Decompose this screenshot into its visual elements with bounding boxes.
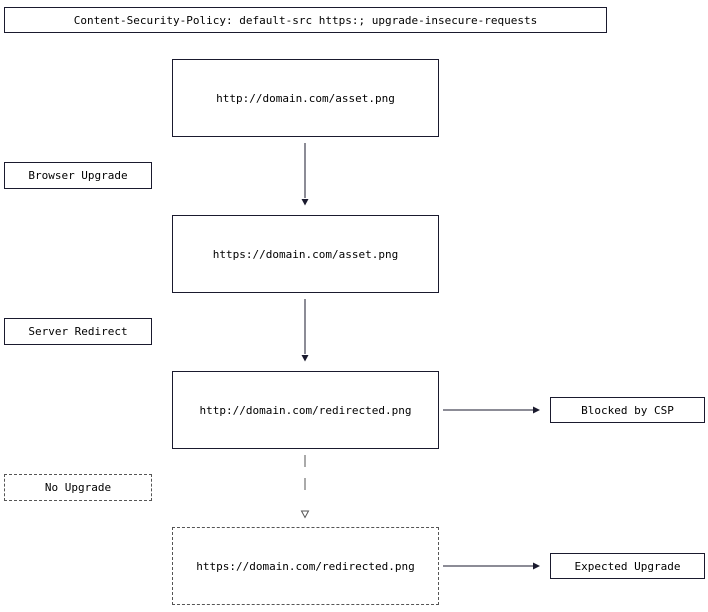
expected-request-label: https://domain.com/redirected.png [196,559,415,573]
edge-redirected-to-expected [300,455,310,519]
blocked-outcome-label: Blocked by CSP [581,403,674,417]
hollow-arrowhead-icon [300,510,310,519]
csp-header-text: Content-Security-Policy: default-src htt… [73,13,538,27]
server-redirect-label: Server Redirect [28,325,128,338]
browser-upgrade-label: Browser Upgrade [28,169,128,182]
server-redirect-step: Server Redirect [4,318,152,345]
no-upgrade-label: No Upgrade [44,481,112,494]
edge-redirected-to-blocked [443,406,540,414]
arrowhead-icon [301,199,309,206]
expected-outcome-label: Expected Upgrade [574,559,681,573]
expected-request-node: https://domain.com/redirected.png [172,527,439,605]
original-request-node: http://domain.com/asset.png [172,59,439,137]
arrowhead-icon [533,406,540,414]
arrowhead-icon [301,355,309,362]
csp-header-box: Content-Security-Policy: default-src htt… [4,7,607,33]
blocked-outcome: Blocked by CSP [550,397,705,423]
edge-upgraded-to-redirected [301,299,309,362]
expected-outcome: Expected Upgrade [550,553,705,579]
upgraded-request-node: https://domain.com/asset.png [172,215,439,293]
redirected-request-label: http://domain.com/redirected.png [199,403,412,417]
upgraded-request-label: https://domain.com/asset.png [212,247,399,261]
edge-expected-to-outcome [443,562,540,570]
no-upgrade-step: No Upgrade [4,474,152,501]
redirected-request-node: http://domain.com/redirected.png [172,371,439,449]
browser-upgrade-step: Browser Upgrade [4,162,152,189]
edge-original-to-upgraded [301,143,309,206]
original-request-label: http://domain.com/asset.png [216,91,395,105]
arrowhead-icon [533,562,540,570]
